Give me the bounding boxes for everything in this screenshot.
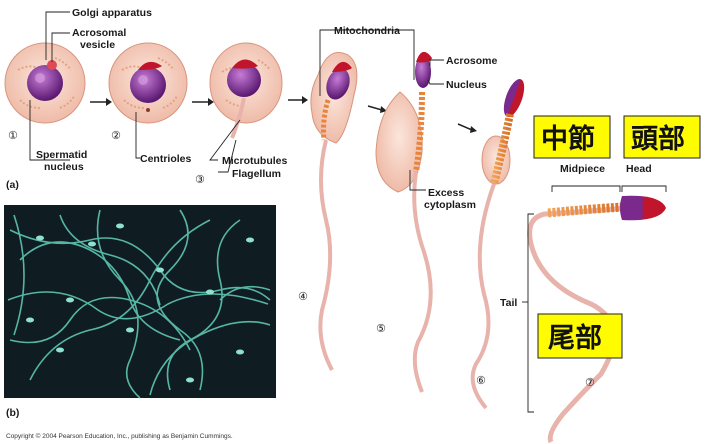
head-bracket	[621, 185, 667, 192]
nucleus-4	[326, 68, 350, 100]
step-5-marker: ⑤	[376, 322, 386, 335]
head-7	[620, 195, 666, 221]
tail-7	[527, 205, 626, 444]
nucleus-1	[27, 65, 63, 101]
nucleus-5	[415, 56, 431, 88]
micrograph	[4, 205, 276, 399]
callout-head-text: 頭部	[631, 123, 685, 155]
stage-7-sperm	[527, 195, 666, 444]
arrow-icon	[470, 126, 477, 133]
step-1-marker: ①	[8, 129, 18, 142]
stage-2-cell	[108, 42, 188, 124]
callout-tail-text: 尾部	[548, 322, 602, 354]
panel-b-label: (b)	[6, 407, 19, 419]
label-centrioles: Centrioles	[140, 153, 192, 165]
midpiece-7	[547, 202, 625, 218]
tail-bracket	[527, 213, 534, 413]
acrosomal-vesicle-1	[47, 60, 57, 70]
label-tail: Tail	[500, 297, 517, 309]
label-spermatid: Spermatid	[36, 149, 87, 161]
step-2-marker: ②	[111, 129, 121, 142]
stage-6-cell	[470, 79, 525, 410]
nucleus-2	[130, 67, 166, 103]
label-excess-line2: cytoplasm	[424, 199, 476, 211]
mitochondria-5	[413, 91, 425, 173]
stage-4-cell	[310, 52, 358, 371]
label-flagellum: Flagellum	[232, 168, 281, 180]
label-mitochondria: Mitochondria	[334, 25, 400, 37]
head-6	[503, 79, 525, 117]
flagellum-3	[230, 97, 246, 139]
callout-midpiece-text: 中節	[541, 123, 595, 155]
acrosome-3	[232, 59, 258, 69]
flagellum-4	[318, 139, 334, 371]
label-acrosomal-vesicle: Acrosomal	[72, 27, 126, 39]
mitochondria-4	[321, 99, 331, 141]
step-4-marker: ④	[298, 290, 308, 303]
label-spermatid-line2: nucleus	[44, 161, 84, 173]
callout-tail: 尾部	[537, 313, 623, 359]
step-3-marker: ③	[195, 173, 205, 186]
nucleus-3	[227, 63, 261, 97]
midpiece-6	[490, 113, 514, 185]
callout-head: 頭部	[623, 115, 701, 159]
acrosome-5	[416, 51, 432, 63]
label-midpiece: Midpiece	[560, 163, 605, 175]
label-acrosome: Acrosome	[446, 55, 498, 67]
arrow-icon	[106, 98, 112, 106]
stage-5-cell	[375, 51, 433, 393]
stage-3-cell	[209, 42, 283, 139]
label-acrosomal-vesicle-line2: vesicle	[80, 39, 115, 51]
arrow-icon	[302, 96, 308, 104]
flagellum-5	[412, 171, 433, 393]
step-7-marker: ⑦	[585, 376, 595, 389]
arrow-icon	[208, 98, 214, 106]
flagellum-6	[470, 183, 496, 410]
acrosomal-vesicle-2	[138, 61, 162, 70]
label-head: Head	[626, 163, 652, 175]
label-nucleus: Nucleus	[446, 79, 487, 91]
panel-a-label: (a)	[6, 179, 19, 191]
label-excess: Excess	[428, 187, 464, 199]
callout-midpiece: 中節	[533, 115, 611, 159]
copyright-text: Copyright © 2004 Pearson Education, Inc.…	[6, 432, 233, 440]
step-6-marker: ⑥	[476, 374, 486, 387]
label-golgi: Golgi apparatus	[72, 7, 152, 19]
midpiece-bracket	[551, 185, 621, 192]
acrosome-4	[332, 61, 352, 72]
stage-1-cell	[4, 42, 86, 124]
label-microtubules: Microtubules	[222, 155, 287, 167]
